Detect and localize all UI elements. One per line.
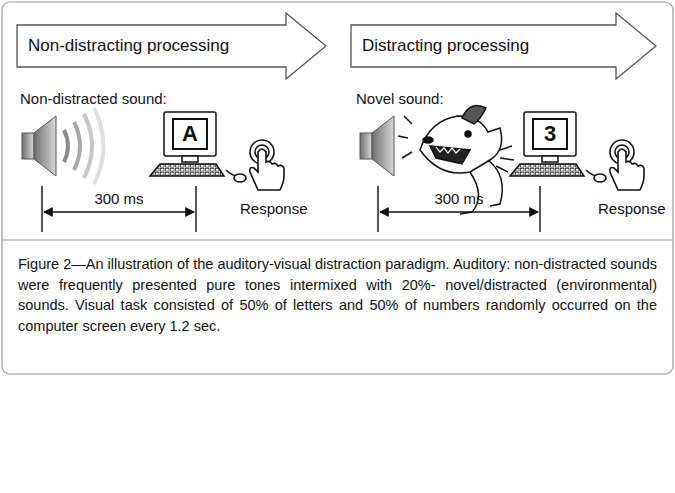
stimulus-character: 3: [534, 120, 566, 148]
timeline: [42, 186, 196, 232]
timeline: [378, 186, 540, 232]
arrow-label: Non-distracting processing: [28, 36, 328, 56]
dog-illustration: [398, 106, 514, 214]
process-arrow: Non-distracting processing: [16, 12, 328, 80]
response-label: Response: [598, 200, 666, 217]
separator: [2, 239, 673, 240]
condition-label: Non-distracted sound:: [20, 90, 167, 107]
frame: [2, 2, 673, 374]
speaker-icon: [22, 108, 104, 184]
condition-label: Novel sound:: [356, 90, 444, 107]
process-arrow: Distracting processing: [350, 12, 658, 80]
response-hand-icon: [250, 140, 284, 190]
computer-icon: [150, 112, 246, 182]
arrow-label: Distracting processing: [362, 36, 658, 56]
interval-label: 300 ms: [434, 190, 483, 207]
speaker-icon: [360, 116, 394, 176]
figure-caption: Figure 2—An illustration of the auditory…: [18, 254, 657, 336]
stimulus-character: A: [174, 120, 206, 148]
screen-stimulus: A: [172, 118, 208, 150]
response-label: Response: [240, 200, 308, 217]
computer-icon: [510, 112, 606, 182]
interval-label: 300 ms: [94, 190, 143, 207]
screen-stimulus: 3: [532, 118, 568, 150]
response-hand-icon: [610, 140, 644, 190]
